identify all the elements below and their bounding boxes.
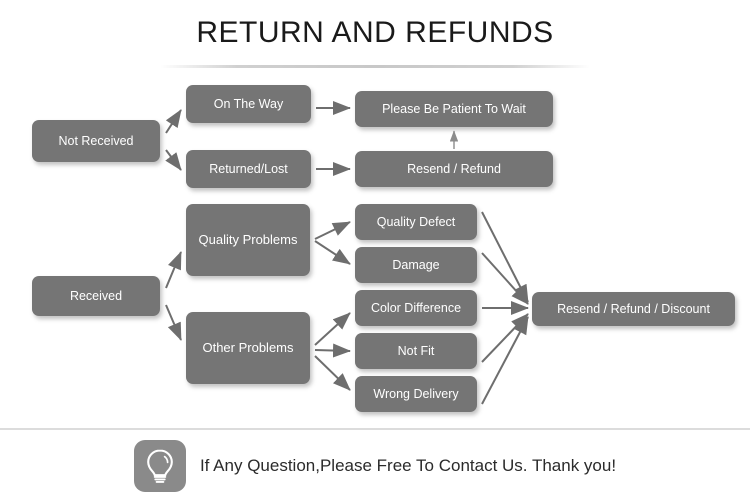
edge-damage-to-resend-refund-discount bbox=[481, 252, 529, 305]
edge-received-to-quality-problems bbox=[165, 251, 182, 289]
node-resend-refund-discount[interactable]: Resend / Refund / Discount bbox=[532, 292, 735, 326]
node-resend-refund[interactable]: Resend / Refund bbox=[355, 151, 553, 187]
edge-quality-problems-to-damage bbox=[314, 240, 351, 265]
edge-other-problems-to-wrong-delivery bbox=[314, 355, 351, 391]
edge-not-received-to-returned-lost bbox=[165, 149, 182, 171]
node-not-received[interactable]: Not Received bbox=[32, 120, 160, 162]
page-title: RETURN AND REFUNDS bbox=[196, 16, 554, 49]
lightbulb-icon bbox=[133, 440, 186, 492]
node-quality-defect[interactable]: Quality Defect bbox=[355, 204, 477, 240]
edge-other-problems-to-not-fit bbox=[314, 343, 351, 358]
node-other-problems[interactable]: Other Problems bbox=[186, 312, 310, 384]
node-please-be-patient-to-wait[interactable]: Please Be Patient To Wait bbox=[355, 91, 553, 127]
node-not-fit[interactable]: Not Fit bbox=[355, 333, 477, 369]
node-wrong-delivery[interactable]: Wrong Delivery bbox=[355, 376, 477, 412]
footer-divider bbox=[0, 428, 750, 430]
node-color-difference[interactable]: Color Difference bbox=[355, 290, 477, 326]
edge-not-received-to-on-the-way bbox=[165, 109, 182, 134]
footer: If Any Question,Please Free To Contact U… bbox=[0, 436, 750, 496]
node-returned-lost[interactable]: Returned/Lost bbox=[186, 150, 311, 188]
edge-quality-defect-to-resend-refund-discount bbox=[481, 211, 529, 303]
node-on-the-way[interactable]: On The Way bbox=[186, 85, 311, 123]
node-received[interactable]: Received bbox=[32, 276, 160, 316]
edge-other-problems-to-color-difference bbox=[314, 312, 351, 346]
edge-not-fit-to-resend-refund-discount bbox=[481, 313, 529, 363]
edge-received-to-other-problems bbox=[165, 304, 182, 341]
footer-text: If Any Question,Please Free To Contact U… bbox=[199, 456, 617, 475]
node-quality-problems[interactable]: Quality Problems bbox=[186, 204, 310, 276]
edge-quality-problems-to-quality-defect bbox=[314, 221, 351, 240]
edge-wrong-delivery-to-resend-refund-discount bbox=[481, 316, 529, 405]
node-damage[interactable]: Damage bbox=[355, 247, 477, 283]
title-divider bbox=[160, 65, 590, 68]
